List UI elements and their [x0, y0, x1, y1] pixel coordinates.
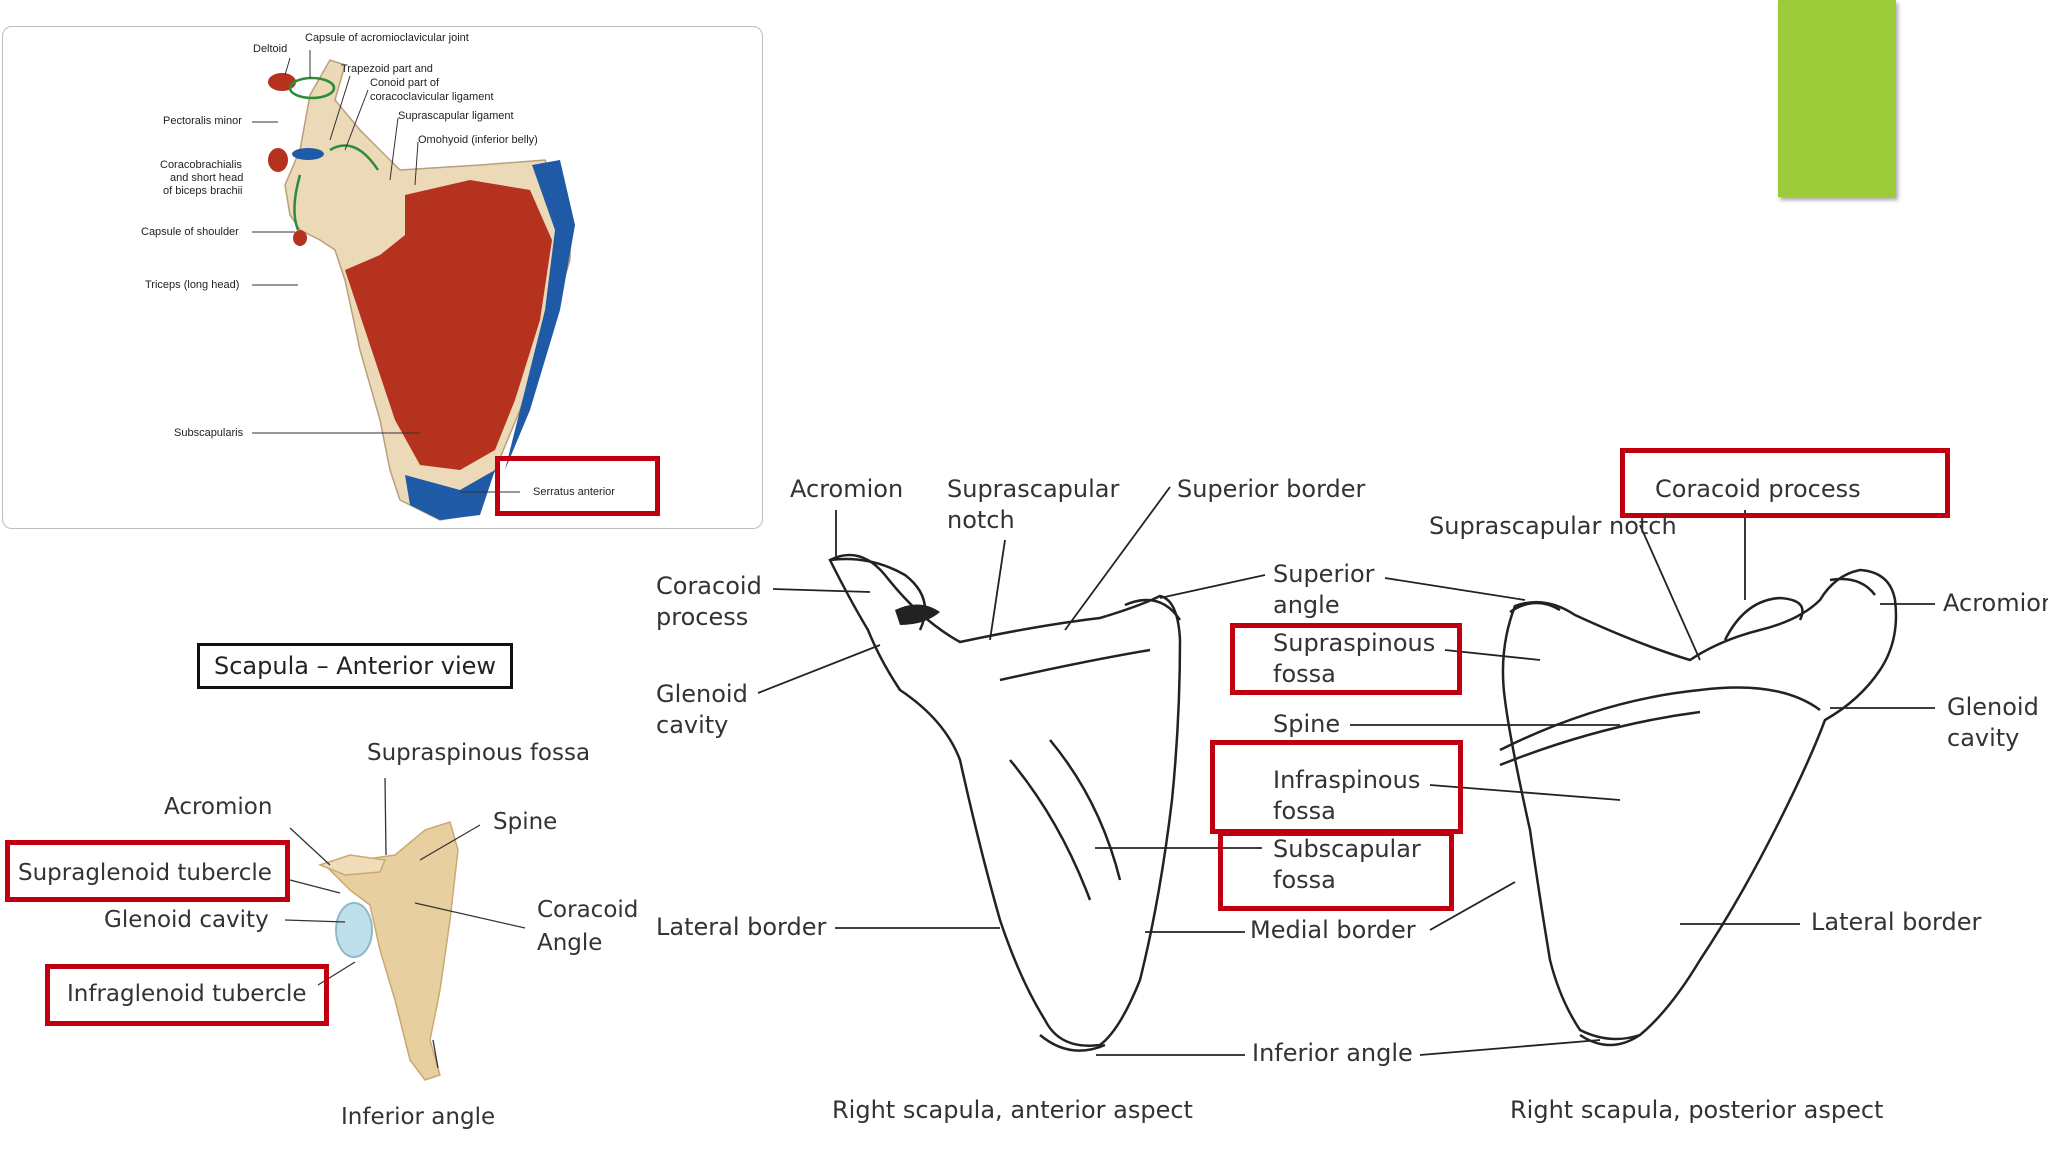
muscle-scapula-figure — [268, 59, 575, 521]
label-supraspinous-1: Supraspinous — [1273, 629, 1436, 657]
label-supraspinous-2: fossa — [1273, 660, 1336, 688]
posterior-coracoid — [1723, 596, 1804, 641]
label-inferior-angle: Inferior angle — [1252, 1039, 1413, 1067]
label-bl-coracoid: Coracoid — [537, 897, 639, 923]
serratus-upper-area — [505, 160, 575, 470]
label-serratus-anterior: Serratus anterior — [533, 486, 615, 498]
label-superior-angle-1: Superior — [1273, 560, 1375, 588]
label-ant-coracoid-2: process — [656, 603, 749, 631]
label-bl-acromion: Acromion — [164, 794, 273, 820]
highlight-infraglenoid — [45, 964, 329, 1026]
label-bl-supraglenoid: Supraglenoid tubercle — [18, 860, 272, 886]
label-post-suprascapular: Suprascapular notch — [1429, 512, 1677, 540]
label-coracoclavicular: coracoclavicular ligament — [370, 91, 494, 103]
label-post-lateral-border: Lateral border — [1811, 908, 1982, 936]
anterior-fossa-curve — [999, 648, 1151, 682]
caption-anterior: Right scapula, anterior aspect — [832, 1096, 1193, 1124]
pectoralis-attachment — [268, 148, 288, 172]
label-bl-glenoid: Glenoid cavity — [104, 907, 269, 933]
label-bl-inferior-angle: Inferior angle — [341, 1104, 496, 1130]
posterior-spine-lower — [1499, 710, 1701, 767]
highlight-coracoid — [1620, 448, 1950, 518]
main-leader-lines — [757, 486, 1935, 1056]
bottom-left-leader-lines — [284, 777, 526, 1069]
label-superior-angle-2: angle — [1273, 591, 1340, 619]
label-ant-acromion: Acromion — [790, 475, 904, 503]
anterior-superior-angle — [1124, 598, 1182, 621]
label-ant-suprascapular-2: notch — [947, 506, 1015, 534]
posterior-scapula-outline — [1501, 568, 1898, 1041]
small-glenoid-cavity — [335, 902, 373, 958]
scapula-title-box: Scapula – Anterior view — [197, 643, 513, 689]
label-triceps: Triceps (long head) — [145, 279, 240, 291]
highlight-supraspinous — [1230, 623, 1462, 695]
ac-joint-capsule — [288, 76, 336, 100]
coracoclavicular-ligament — [329, 144, 380, 171]
caption-posterior: Right scapula, posterior aspect — [1510, 1096, 1884, 1124]
label-infraspinous-1: Infraspinous — [1273, 766, 1421, 794]
label-coracobrachialis-3: of biceps brachii — [163, 185, 243, 197]
label-bl-supraspinous: Supraspinous fossa — [367, 740, 591, 766]
label-deltoid: Deltoid — [253, 43, 288, 55]
small-acromion — [317, 854, 387, 876]
label-ant-glenoid-2: cavity — [656, 711, 729, 739]
label-ant-lateral-border: Lateral border — [656, 913, 827, 941]
highlight-serratus — [495, 456, 660, 516]
accent-block — [1778, 0, 1896, 197]
highlight-subscapular — [1218, 831, 1454, 911]
label-suprascapular-ligament: Suprascapular ligament — [398, 110, 514, 122]
label-post-glenoid-2: cavity — [1947, 724, 2020, 752]
posterior-inferior-angle — [1579, 1033, 1641, 1047]
posterior-scapula-figure — [1499, 568, 1898, 1047]
small-scapula-bone — [323, 821, 459, 1081]
shoulder-capsule — [293, 174, 302, 231]
deltoid-attachment — [268, 73, 296, 91]
label-trapezoid: Trapezoid part and — [341, 63, 433, 75]
label-capsule-shoulder: Capsule of shoulder — [141, 226, 239, 238]
posterior-superior-angle — [1509, 601, 1561, 614]
anterior-scapula-outline — [828, 553, 1182, 1047]
label-ant-suprascapular-1: Suprascapular — [947, 475, 1120, 503]
anterior-ridges — [1009, 739, 1122, 901]
subscapularis-area — [345, 180, 552, 470]
posterior-acromion-rim — [1829, 577, 1876, 596]
label-bl-spine: Spine — [493, 809, 558, 835]
label-post-acromion: Acromion — [1943, 589, 2048, 617]
coracobrachialis-attachment — [292, 148, 324, 160]
highlight-supraglenoid — [5, 840, 290, 902]
label-ant-coracoid-1: Coracoid — [656, 572, 762, 600]
label-bl-angle: Angle — [537, 930, 603, 956]
anterior-scapula-figure — [828, 553, 1182, 1052]
label-infraspinous-2: fossa — [1273, 797, 1336, 825]
top-left-leader-lines — [252, 50, 520, 493]
label-ant-glenoid-1: Glenoid — [656, 680, 748, 708]
label-conoid: Conoid part of — [370, 77, 440, 89]
anterior-notch-shading — [895, 604, 940, 625]
anterior-inferior-angle — [1039, 1034, 1106, 1052]
label-bl-infraglenoid: Infraglenoid tubercle — [67, 981, 307, 1007]
label-coracobrachialis-1: Coracobrachialis — [160, 159, 242, 171]
label-omohyoid: Omohyoid (inferior belly) — [418, 134, 538, 146]
label-capsule-ac: Capsule of acromioclavicular joint — [305, 32, 469, 44]
label-post-glenoid-1: Glenoid — [1947, 693, 2039, 721]
label-subscapularis: Subscapularis — [174, 427, 244, 439]
serratus-lower-area — [405, 470, 495, 520]
triceps-attachment — [293, 230, 307, 246]
label-subscapular-1: Subscapular — [1273, 835, 1421, 863]
label-subscapular-2: fossa — [1273, 866, 1336, 894]
small-scapula-figure — [317, 821, 459, 1081]
label-pectoralis-minor: Pectoralis minor — [163, 115, 242, 127]
label-medial-border: Medial border — [1250, 916, 1416, 944]
label-post-coracoid: Coracoid process — [1655, 475, 1861, 503]
label-coracobrachialis-2: and short head — [170, 172, 244, 184]
label-spine: Spine — [1273, 710, 1341, 738]
label-ant-superior-border: Superior border — [1177, 475, 1366, 503]
